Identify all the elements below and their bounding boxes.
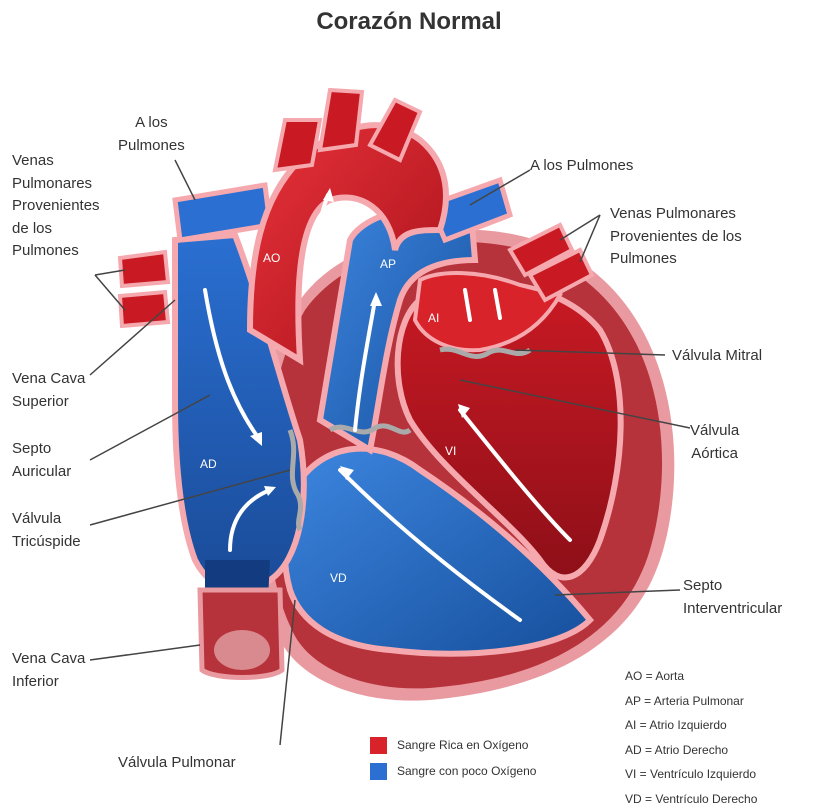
aortic-branch-1 [275, 120, 320, 170]
chamber-label-ad: AD [200, 457, 217, 471]
abbreviation-ad: AD = Atrio Derecho [625, 738, 757, 763]
legend-item-oxygen-poor: Sangre con poco Oxígeno [370, 758, 536, 784]
chamber-label-ao: AO [263, 251, 280, 265]
chamber-label-vi: VI [445, 444, 456, 458]
chamber-label-vd: VD [330, 571, 347, 585]
abbreviation-ao: AO = Aorta [625, 664, 757, 689]
abbreviation-list: AO = Aorta AP = Arteria Pulmonar AI = At… [625, 664, 757, 811]
label-septo-interventricular: Septo Interventricular [683, 575, 782, 620]
chamber-label-ap: AP [380, 257, 396, 271]
pulmonary-vein-left-1 [120, 252, 168, 286]
inferior-vena-cava-opening [214, 630, 270, 670]
label-vena-cava-superior: Vena Cava Superior [12, 368, 85, 413]
legend-label-oxygen-rich: Sangre Rica en Oxígeno [397, 738, 528, 752]
abbreviation-vi: VI = Ventrículo Izquierdo [625, 762, 757, 787]
label-a-los-pulmones-left: A los Pulmones [118, 112, 185, 157]
abbreviation-vd: VD = Ventrículo Derecho [625, 787, 757, 811]
leader-a-los-pulmones-left [175, 160, 195, 200]
legend: Sangre Rica en Oxígeno Sangre con poco O… [370, 732, 536, 784]
label-valvula-tricuspide: Válvula Tricúspide [12, 508, 81, 553]
label-a-los-pulmones-right: A los Pulmones [530, 155, 633, 178]
aortic-branch-2 [320, 90, 362, 150]
legend-item-oxygen-rich: Sangre Rica en Oxígeno [370, 732, 536, 758]
pulmonary-branch-left [175, 185, 270, 240]
label-vena-cava-inferior: Vena Cava Inferior [12, 648, 85, 693]
legend-swatch-red [370, 737, 387, 754]
chamber-label-ai: AI [428, 311, 439, 325]
label-septo-auricular: Septo Auricular [12, 438, 71, 483]
legend-swatch-blue [370, 763, 387, 780]
label-venas-pulmonares-right: Venas Pulmonares Provenientes de los Pul… [610, 203, 742, 271]
pulmonary-vein-left-2 [120, 292, 168, 326]
label-valvula-pulmonar: Válvula Pulmonar [118, 752, 236, 775]
label-valvula-aortica: Válvula Aórtica [690, 420, 739, 465]
abbreviation-ap: AP = Arteria Pulmonar [625, 689, 757, 714]
label-valvula-mitral: Válvula Mitral [672, 345, 762, 368]
abbreviation-ai: AI = Atrio Izquierdo [625, 713, 757, 738]
legend-label-oxygen-poor: Sangre con poco Oxígeno [397, 764, 536, 778]
leader-vena-cava-inferior [90, 645, 200, 660]
label-venas-pulmonares-left: Venas Pulmonares Provenientes de los Pul… [12, 150, 100, 263]
